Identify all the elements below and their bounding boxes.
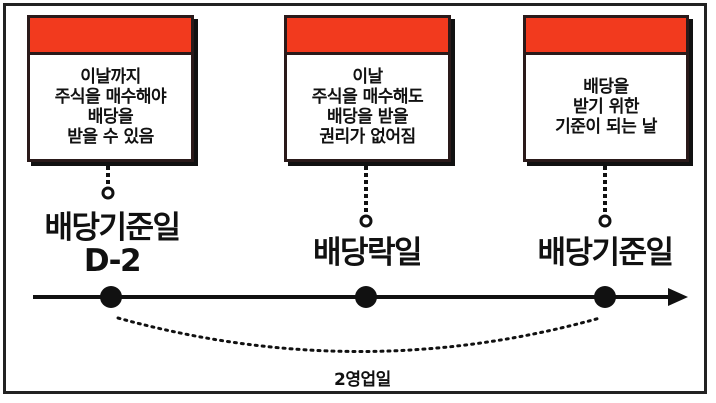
card-header [287,18,448,55]
event-dot-d-minus-2 [100,286,122,308]
gap-label: 2영업일 [334,370,391,390]
card-text: 배당을 받기 위한 기준이 되는 날 [555,77,657,137]
event-label-ex-dividend: 배당락일 [312,235,423,271]
card-body: 이날 주식을 매수해도 배당을 받을 권리가 없어짐 [287,55,448,159]
event-dot-ex-dividend [355,286,377,308]
card-text: 이날까지 주식을 매수해야 배당을 받을 수 있음 [54,67,167,147]
card-text: 이날 주식을 매수해도 배당을 받을 권리가 없어짐 [311,67,424,147]
event-dot-record-date [594,286,616,308]
event-label-d-minus-2: 배당기준일 D-2 [44,210,181,279]
card-header [30,18,191,55]
card-ex-dividend: 이날 주식을 매수해도 배당을 받을 권리가 없어짐 [284,15,451,162]
connector-dot [101,186,115,200]
card-d-minus-2: 이날까지 주식을 매수해야 배당을 받을 수 있음 [27,15,194,162]
gap-arc [116,316,602,353]
card-body: 배당을 받기 위한 기준이 되는 날 [526,55,686,159]
connector-dot [359,214,373,228]
card-body: 이날까지 주식을 매수해야 배당을 받을 수 있음 [30,55,191,159]
card-header [526,18,686,55]
card-record-date: 배당을 받기 위한 기준이 되는 날 [523,15,689,162]
connector-dot [598,214,612,228]
timeline-arrowhead [668,288,688,306]
event-label-record-date: 배당기준일 [537,235,674,271]
